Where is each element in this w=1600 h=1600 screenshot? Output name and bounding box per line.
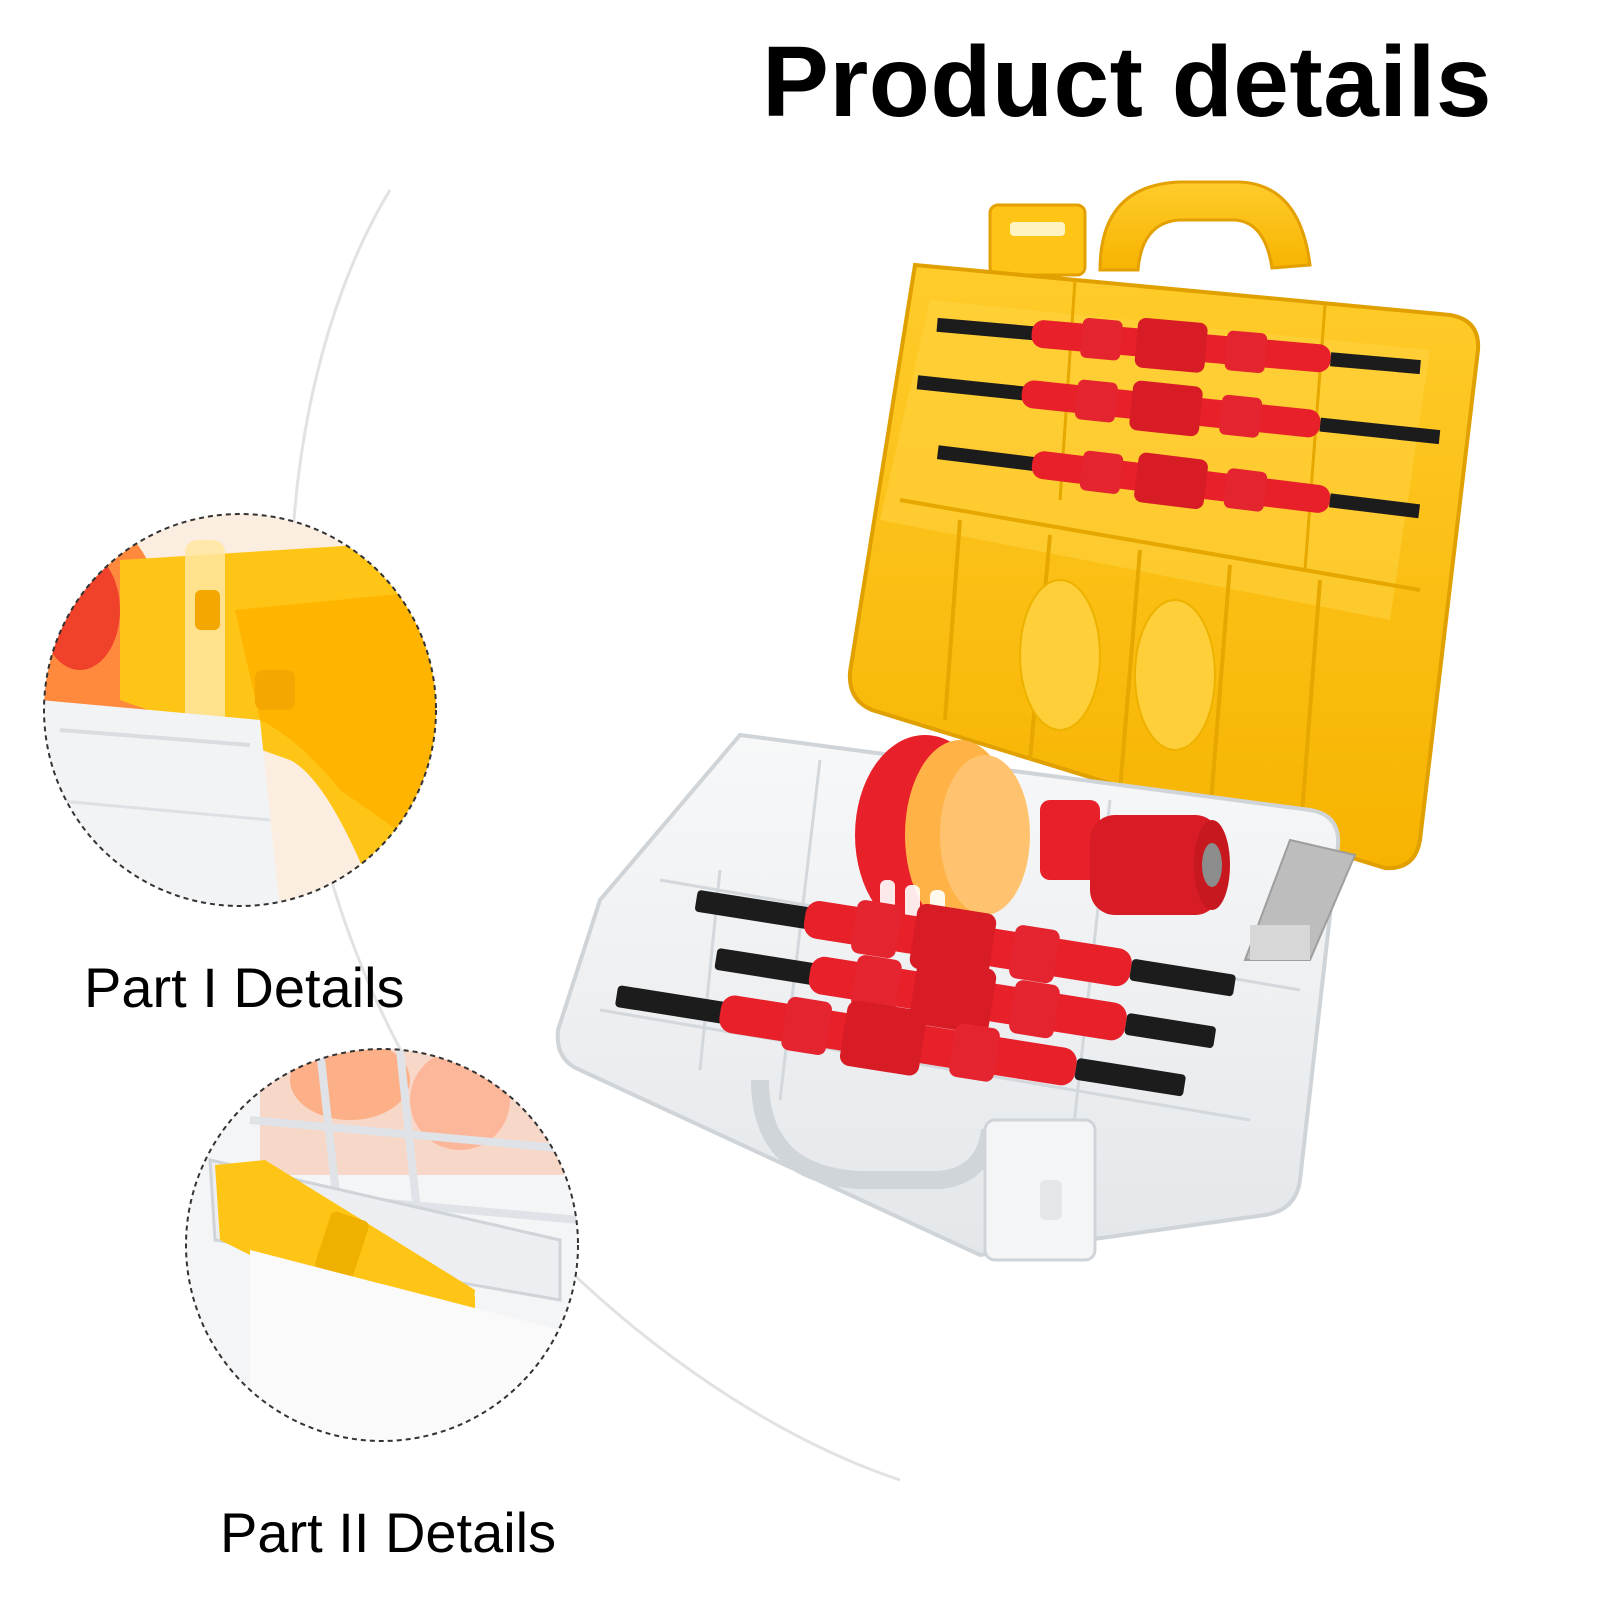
page-title: Product details bbox=[762, 26, 1492, 138]
part-two-label: Part II Details bbox=[220, 1501, 557, 1564]
ratchet-handle bbox=[855, 735, 1230, 935]
base-screwdriver-bits bbox=[615, 890, 1236, 1097]
lid-screwdriver-bits bbox=[916, 317, 1441, 519]
gray-accessory bbox=[1243, 838, 1357, 961]
part-one-detail-image bbox=[43, 513, 437, 907]
part-two-detail-image bbox=[185, 1048, 579, 1442]
part-one-label: Part I Details bbox=[84, 956, 405, 1019]
